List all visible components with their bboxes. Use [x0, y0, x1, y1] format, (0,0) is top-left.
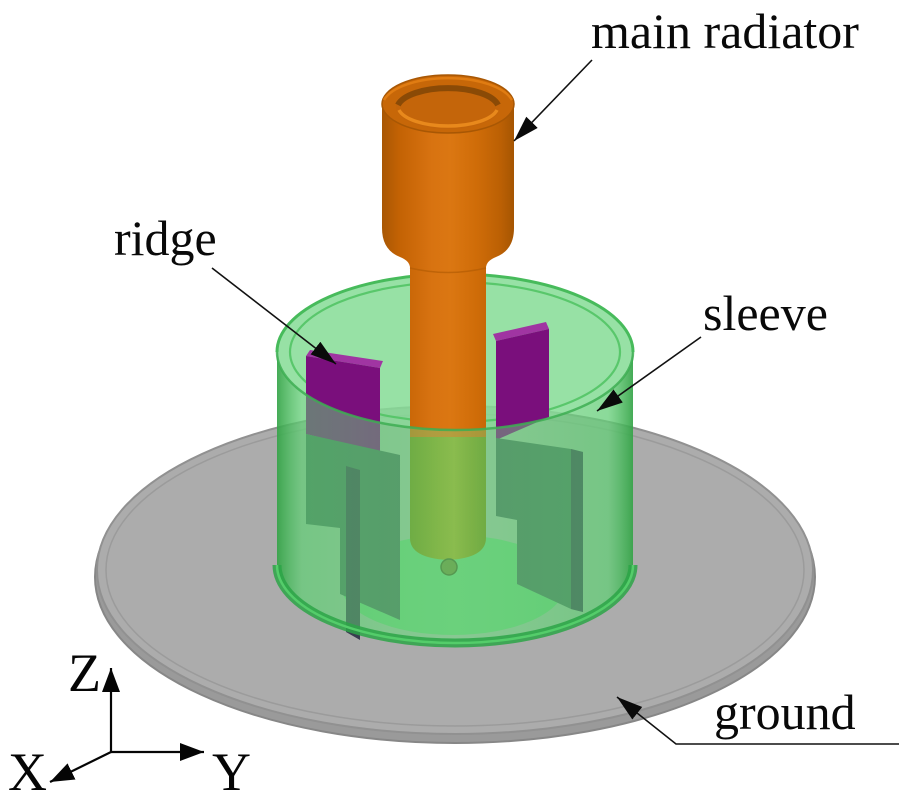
radiator-inner-front-wall [397, 109, 499, 128]
radiator-shoulder-line [409, 267, 487, 274]
part-labels: main radiator ridge sleeve ground [114, 3, 859, 740]
ridge-label: ridge [114, 210, 217, 266]
y-axis-label: Y [212, 742, 251, 800]
ground-label: ground [714, 684, 856, 740]
x-axis-arrow [49, 751, 112, 783]
main-radiator-leader-arrow [513, 59, 593, 142]
sleeve-leader-arrow [596, 336, 702, 412]
ridge-leader-arrow [211, 267, 337, 365]
radiator-opening [396, 85, 500, 129]
main-radiator-tube [381, 74, 515, 437]
sleeve-front-wall [272, 351, 638, 648]
main-radiator-label: main radiator [591, 3, 859, 59]
radiator-body [382, 104, 514, 437]
x-axis-label: X [8, 742, 47, 800]
ground-leader-arrow [616, 696, 899, 745]
sleeve-bottom-rim [275, 564, 635, 645]
ridge-back-right [496, 329, 549, 440]
leader-arrows [211, 59, 899, 745]
axis-triad: Z Y X [8, 643, 251, 800]
radiator-inner-shadow [395, 85, 501, 107]
radiator-rim-highlight [382, 76, 514, 101]
ridge-back-right-top-facet [493, 322, 549, 341]
z-axis-label: Z [68, 643, 101, 703]
sleeve-label: sleeve [703, 285, 828, 341]
sleeve-top-front-rim [275, 351, 635, 432]
